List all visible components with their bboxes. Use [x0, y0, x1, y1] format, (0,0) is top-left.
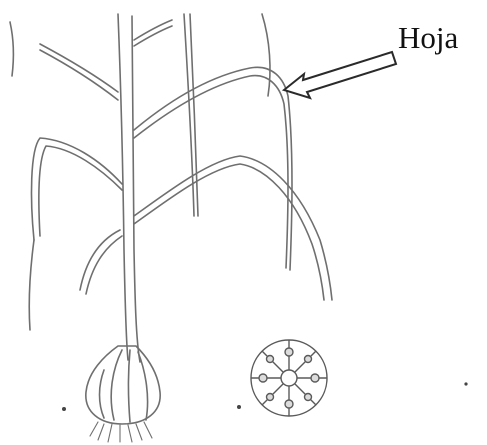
leaf-center-vertical-b — [190, 14, 198, 216]
leaf-top-left-2b — [40, 50, 118, 100]
leaf-top-left-2 — [40, 44, 118, 92]
leaf-label: Hoja — [398, 22, 458, 53]
bulb-outline — [86, 346, 160, 424]
leaf-left-tip — [29, 240, 34, 330]
label-dot-b — [237, 405, 241, 409]
leaf-left-hanging — [32, 138, 122, 240]
leaf-left-lower-b — [86, 236, 122, 294]
leaf-top-right-1 — [134, 20, 172, 40]
leaf-right-top — [262, 14, 270, 96]
pointer-arrow — [284, 52, 396, 98]
leaf-left-lower — [80, 230, 120, 290]
main-stem-edge — [132, 16, 140, 362]
garlic-bulb-cross-section — [251, 340, 327, 416]
label-dot-a — [62, 407, 66, 411]
leaf-top-left-1 — [10, 22, 13, 76]
leaf-left-hanging-b — [39, 146, 122, 236]
leaf-arrow-target — [134, 67, 292, 270]
leaf-right-lower — [134, 156, 332, 300]
roots — [90, 422, 152, 442]
label-dot-c — [464, 382, 467, 385]
leaf-right-lower-b — [134, 164, 324, 300]
leaf-arrow-target-b — [134, 76, 288, 268]
